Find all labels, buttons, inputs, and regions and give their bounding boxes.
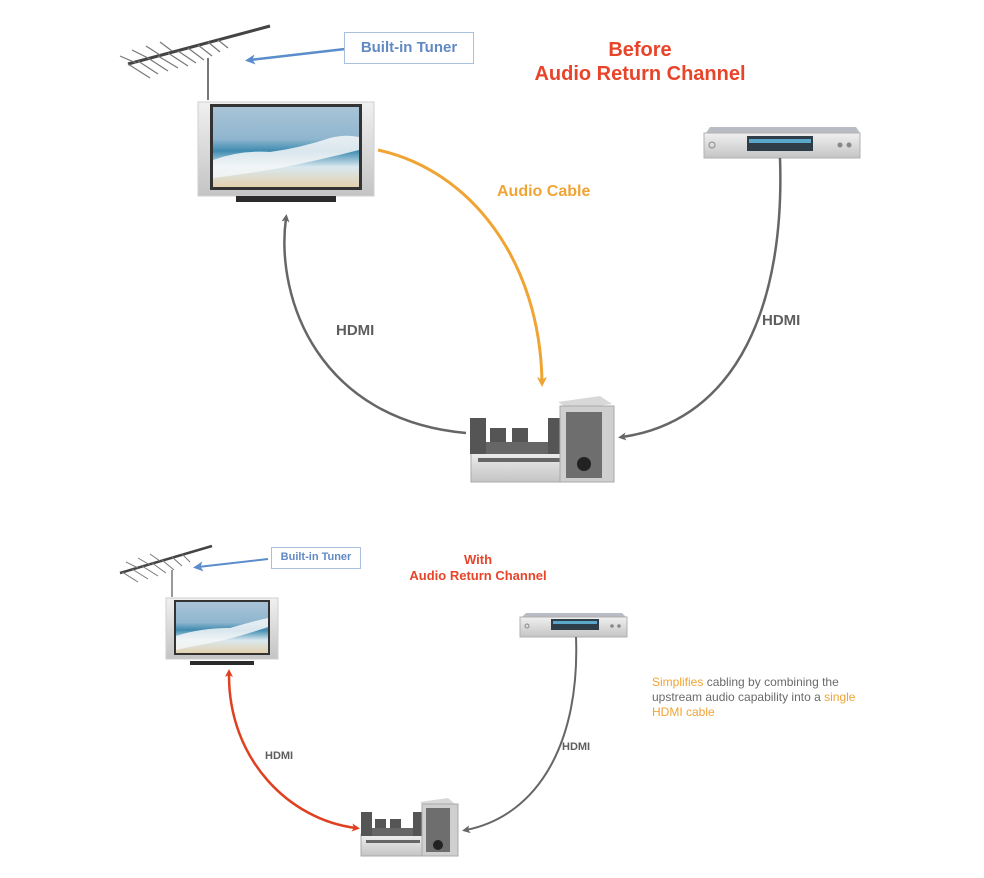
tuner-pointer-arrow <box>245 47 346 65</box>
arc-hdmi-label: HDMI <box>265 750 294 762</box>
note-highlight-single-hdmi: single HDMI cable <box>652 690 856 719</box>
home-theater-icon-small <box>360 798 459 857</box>
with-title-line2: Audio Return Channel <box>409 567 547 583</box>
before-title-line2: Audio Return Channel <box>534 63 746 86</box>
hdmi-cable-tv-line <box>281 214 467 435</box>
audio-cable-line <box>377 148 547 387</box>
before-title-line1: Before <box>608 39 672 61</box>
audio-cable-label: Audio Cable <box>497 183 591 200</box>
hdmi-label-right: HDMI <box>762 312 801 329</box>
hdmi-label-left: HDMI <box>336 322 375 339</box>
arc-hdmi-cable-line <box>224 669 360 832</box>
tv-icon <box>197 101 375 202</box>
home-theater-icon <box>470 396 615 483</box>
built-in-tuner-label-small: Built-in Tuner <box>271 547 361 569</box>
antenna-icon <box>119 24 271 100</box>
with-arc-title: With Audio Return Channel <box>380 552 576 584</box>
hdmi-label-dvd-small: HDMI <box>562 741 591 753</box>
with-title-line1: With <box>463 552 493 567</box>
tv-icon-small <box>165 597 279 665</box>
dvd-player-icon-small <box>519 613 628 638</box>
hdmi-cable-dvd-line-small <box>462 636 578 834</box>
arc-benefit-note: Simplifies cabling by combining the upst… <box>652 675 862 720</box>
dvd-player-icon <box>703 127 861 159</box>
before-title: Before Audio Return Channel <box>500 38 780 87</box>
note-highlight-simplifies: Simplifies <box>652 675 704 689</box>
antenna-icon-small <box>119 544 213 597</box>
built-in-tuner-label: Built-in Tuner <box>344 32 474 64</box>
note-body: cabling by combining the upstream audio … <box>652 675 839 704</box>
hdmi-cable-dvd-line <box>618 157 782 441</box>
tuner-pointer-arrow-small <box>193 558 269 572</box>
